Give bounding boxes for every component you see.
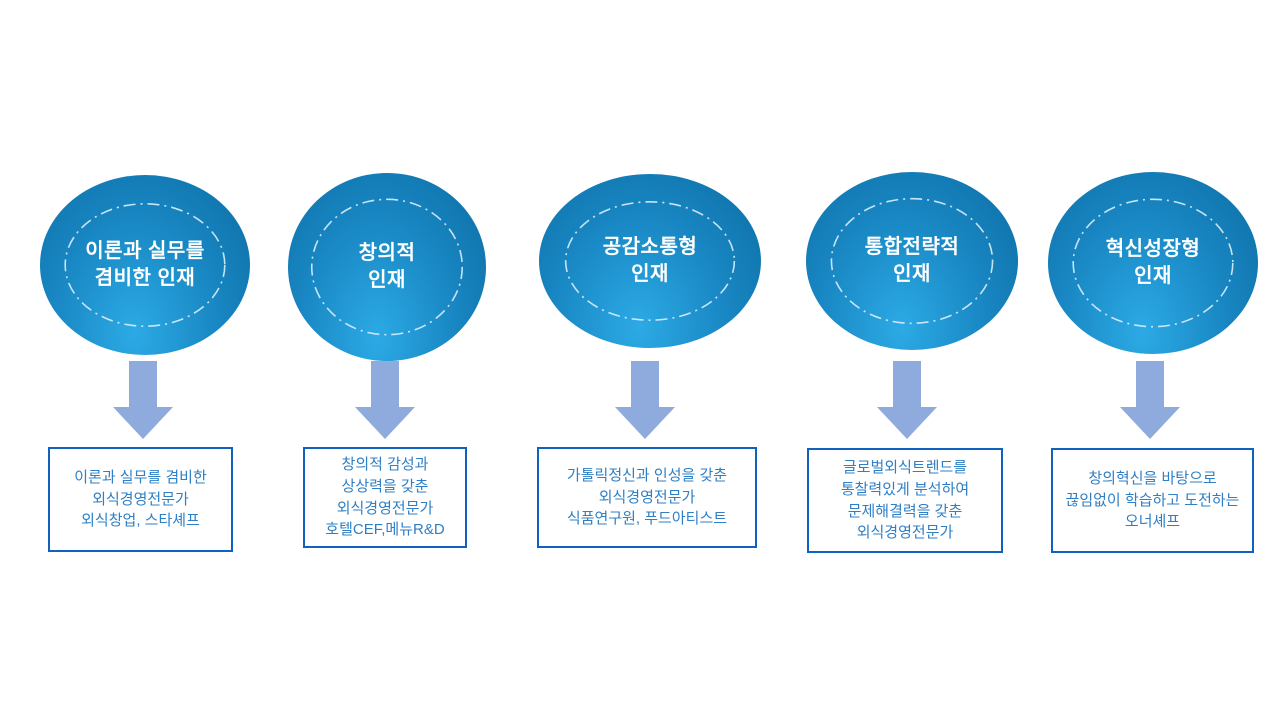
box-text-line: 외식경영전문가 [92, 490, 189, 508]
talent-ellipse-theory-practice: 이론과 실무를 겸비한 인재 [40, 175, 250, 355]
talent-ellipse-empathy-communication: 공감소통형 인재 [539, 174, 761, 348]
box-text-line: 통찰력있게 분석하여 [840, 480, 970, 498]
ellipse-label-line: 창의적 [358, 242, 416, 264]
box-text-line: 가톨릭정신과 인성을 갖춘 [566, 466, 728, 484]
box-text-line: 창의적 감성과 [341, 456, 429, 473]
description-box-creative: 창의적 감성과 상상력을 갖춘 외식경영전문가 호텔CEF,메뉴R&D [303, 447, 467, 548]
box-text-line: 외식경영전문가 [856, 524, 954, 542]
box-text-line: 호텔CEF,메뉴R&D [325, 521, 445, 539]
description-box-innovative-growth: 창의혁신을 바탕으로 끊임없이 학습하고 도전하는 오너셰프 [1051, 448, 1254, 553]
ellipse-label-line: 겸비한 인재 [94, 267, 196, 289]
description-box-integrated-strategic: 글로벌외식트렌드를 통찰력있게 분석하여 문제해결력을 갖춘 외식경영전문가 [807, 448, 1003, 553]
ellipse-label-line: 공감소통형 [602, 236, 698, 258]
box-text-line: 글로벌외식트렌드를 [842, 459, 968, 476]
box-text-line: 문제해결력을 갖춘 [847, 502, 963, 520]
ellipse-label: 이론과 실무를 겸비한 인재 [85, 238, 204, 292]
box-text-line: 이론과 실무를 겸비한 [74, 468, 207, 486]
ellipse-label-line: 이론과 실무를 [85, 240, 205, 262]
down-arrow-icon [113, 361, 173, 439]
description-box-empathy-communication: 가톨릭정신과 인성을 갖춘 외식경영전문가 식품연구원, 푸드아티스트 [537, 447, 757, 548]
down-arrow-icon [615, 361, 675, 439]
ellipse-label-line: 인재 [631, 263, 669, 285]
ellipse-label-line: 인재 [1134, 265, 1172, 287]
description-box-theory-practice: 이론과 실무를 겸비한 외식경영전문가 외식창업, 스타셰프 [48, 447, 233, 552]
talent-ellipse-integrated-strategic: 통합전략적 인재 [806, 172, 1018, 350]
box-text-line: 상상력을 갖춘 [341, 477, 429, 495]
box-text-line: 창의혁신을 바탕으로 [1088, 469, 1217, 487]
ellipse-label-line: 통합전략적 [864, 236, 960, 258]
ellipse-label-line: 인재 [368, 269, 406, 291]
box-text-line: 끊임없이 학습하고 도전하는 [1065, 491, 1240, 509]
box-text-line: 오너셰프 [1124, 513, 1181, 531]
talent-ellipse-creative: 창의적 인재 [288, 173, 486, 361]
box-text-line: 외식경영전문가 [336, 499, 434, 517]
down-arrow-icon [1120, 361, 1180, 439]
ellipse-label-line: 혁신성장형 [1105, 238, 1201, 260]
box-text-line: 외식창업, 스타셰프 [81, 512, 200, 530]
ellipse-label: 혁신성장형 인재 [1106, 236, 1201, 290]
down-arrow-icon [355, 361, 415, 439]
ellipse-label: 공감소통형 인재 [603, 234, 698, 288]
ellipse-label: 창의적 인재 [359, 240, 416, 294]
box-text-line: 식품연구원, 푸드아티스트 [566, 510, 728, 528]
ellipse-label: 통합전략적 인재 [865, 234, 960, 288]
down-arrow-icon [877, 361, 937, 439]
talent-ellipse-innovative-growth: 혁신성장형 인재 [1048, 172, 1258, 354]
box-text-line: 외식경영전문가 [598, 488, 696, 506]
ellipse-label-line: 인재 [893, 263, 931, 285]
